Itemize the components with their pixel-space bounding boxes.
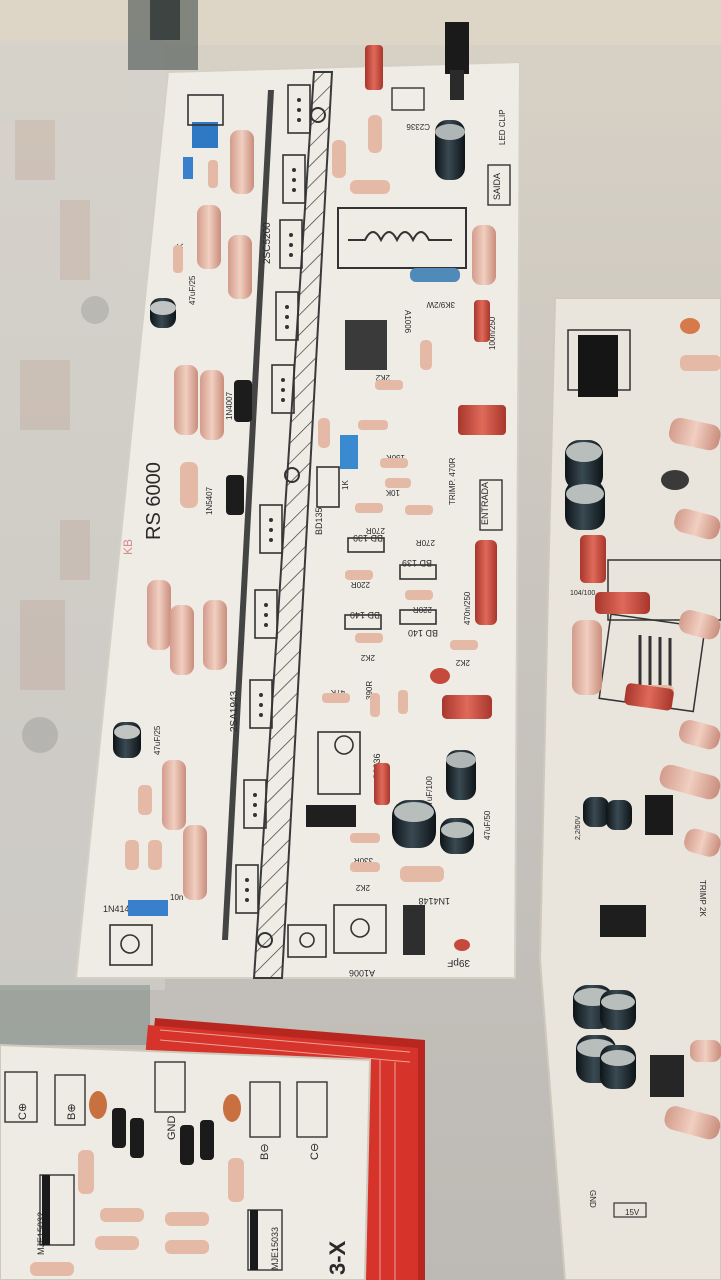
footprint-bd139-a xyxy=(347,537,385,553)
io-led-clip: LED CLIP xyxy=(498,109,507,145)
footprint-bd140-a xyxy=(344,614,382,630)
transistor-mje15032: MJE15032 xyxy=(36,1212,46,1255)
blue-trimmer-top xyxy=(192,122,218,148)
terminal-c-minus: C⊖ xyxy=(309,1143,321,1160)
value-47k: 47K xyxy=(330,688,345,697)
right-label-15v: 15V xyxy=(625,1208,640,1217)
io-3k9: 3K9/2W xyxy=(426,300,455,309)
driver-transistors xyxy=(226,22,469,955)
right-board-capacitors xyxy=(565,318,700,1097)
model-label: RS 6000 xyxy=(143,462,165,540)
power-transistor-pads xyxy=(235,84,311,914)
transistor-label-2sa1943: 2SA1943 xyxy=(229,690,240,732)
value-2k2-a: 2K2 xyxy=(375,373,390,382)
value-220r-a: 220R xyxy=(351,580,370,589)
bottom-output-board: C⊕ B⊕ GND B⊖ C⊖ MJE15032 MJE15033 3-X xyxy=(0,1043,372,1280)
label-1n4148-right: 1N4148 xyxy=(418,896,450,906)
right-preamp-board: TRIMP 2K 15V GND 104/100 2,2/50V xyxy=(538,297,721,1280)
label-1n4148-left: 1N4148 xyxy=(103,904,135,914)
terminal-gnd: GND xyxy=(166,1116,178,1141)
footprint-bd136 xyxy=(109,924,153,966)
transistor-mje15033: MJE15033 xyxy=(270,1227,280,1270)
blue-capacitor-bottom xyxy=(128,900,168,916)
io-trimp: TRIMP. 470R xyxy=(448,457,457,505)
right-label-gnd: GND xyxy=(588,1190,597,1208)
small-resistors xyxy=(125,115,478,882)
label-c2336: C2336 xyxy=(406,122,430,131)
value-47uf50: 47uF/50 xyxy=(483,810,492,840)
label-bd139-b: BD 139 xyxy=(402,558,432,568)
film-capacitors xyxy=(365,45,506,951)
electrolytic-capacitors xyxy=(113,120,476,854)
label-1n4007: 1N4007 xyxy=(225,391,234,420)
value-10n: 10n xyxy=(170,893,183,902)
value-390r: 390R xyxy=(365,681,374,700)
value-270r-b: 270R xyxy=(416,538,435,547)
value-330r: 330R xyxy=(354,856,373,865)
blue-trimmer-middle xyxy=(340,435,358,469)
label-1n5407: 1N5407 xyxy=(205,486,214,515)
io-entrada: ENTRADA xyxy=(480,482,490,525)
value-2k2-b: 2K2 xyxy=(360,653,375,662)
right-label-22-50v: 2,2/50V xyxy=(575,816,582,840)
label-a1006-bottom: A1006 xyxy=(349,968,375,978)
footprint-a1006 xyxy=(333,904,387,954)
value-1k: 1K xyxy=(341,480,350,490)
value-150k: 150K xyxy=(386,453,405,462)
footprint-out-transistor xyxy=(287,924,327,958)
value-2k2-c: 2K2 xyxy=(455,658,470,667)
right-board-resistors xyxy=(572,355,721,1140)
blue-resistor xyxy=(410,268,460,282)
footprint-c3336 xyxy=(317,731,361,795)
terminal-b-minus: B⊖ xyxy=(259,1143,271,1160)
value-47uf25-top: 47uF/25 xyxy=(188,275,197,305)
value-270r-a: 270R xyxy=(366,526,385,535)
value-2k2-d: 2K2 xyxy=(355,883,370,892)
bottom-partial-title: 3-X xyxy=(325,1240,350,1275)
power-resistors xyxy=(147,130,496,900)
right-label-trimp: TRIMP 2K xyxy=(698,880,707,917)
terminal-c-plus: C⊕ xyxy=(17,1103,29,1120)
value-47uf25-bottom: 47uF/25 xyxy=(153,725,162,755)
logo-text: KB xyxy=(121,539,135,555)
label-a1006-top: A1006 xyxy=(403,310,412,334)
value-47uf100: 47uF/100 xyxy=(425,776,434,810)
label-bd140-b: BD 140 xyxy=(408,628,438,638)
value-470n250: 470n/250 xyxy=(463,591,472,625)
inductor-silkscreen xyxy=(337,207,467,269)
io-saida: SAIDA xyxy=(492,173,502,200)
terminal-b-plus: B⊕ xyxy=(66,1103,78,1120)
main-amplifier-board: RS 6000 KB 2SA1943 2SC5200 BD135 BD 139 … xyxy=(74,22,522,979)
value-39pf: 39pF xyxy=(447,957,470,968)
heatsink-strip xyxy=(252,71,334,979)
value-10k: 10K xyxy=(385,488,400,497)
transistor-label-2sc5200: 2SC5200 xyxy=(262,222,273,264)
glass-edge xyxy=(0,985,150,1045)
footprint-bd139-b xyxy=(399,564,437,580)
label-bd135: BD135 xyxy=(314,507,324,535)
value-100n250: 100n/250 xyxy=(488,316,497,350)
footprint-bd140-b xyxy=(399,609,437,625)
right-label-104-100: 104/100 xyxy=(570,590,595,597)
